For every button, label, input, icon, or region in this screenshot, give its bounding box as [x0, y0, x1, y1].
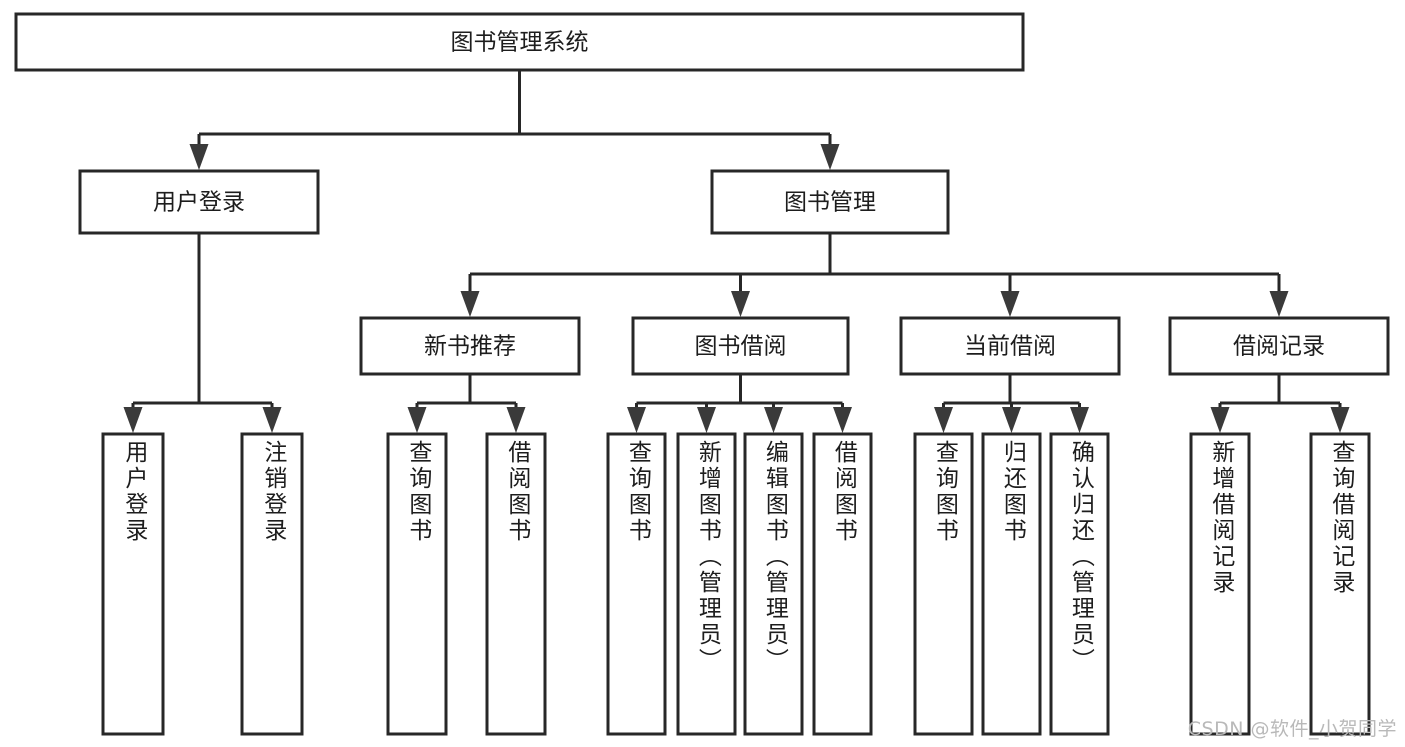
arrow-head [934, 407, 953, 433]
node-label: 图书管理 [784, 190, 876, 216]
node-label: 新书推荐 [424, 334, 516, 360]
node-current-borrow[interactable]: 当前借阅 [899, 316, 1121, 376]
arrow-head [833, 407, 852, 433]
node-borrow-record[interactable]: 借阅记录 [1168, 316, 1390, 376]
node-confirm-return[interactable] [1049, 432, 1110, 736]
node-box [899, 316, 1121, 376]
node-query-borrow-record[interactable] [1309, 432, 1371, 736]
node-box [676, 432, 737, 736]
arrow-head [820, 144, 840, 170]
node-box [1168, 316, 1390, 376]
arrow-head [1330, 407, 1350, 433]
arrow-head [1002, 407, 1021, 433]
watermark: CSDN @软件_小贺同学 [1187, 718, 1397, 740]
arrow-head [506, 407, 526, 433]
node-root[interactable]: 图书管理系统 [14, 12, 1025, 72]
node-box [1049, 432, 1110, 736]
node-query-book-2[interactable] [606, 432, 667, 736]
node-box [631, 316, 850, 376]
node-edit-book[interactable] [743, 432, 804, 736]
arrow-head [1000, 291, 1020, 317]
node-box [913, 432, 974, 736]
node-box [78, 169, 320, 235]
node-borrow-book-2[interactable] [812, 432, 873, 736]
node-box [14, 12, 1025, 72]
node-user-login[interactable]: 用户登录 [78, 169, 320, 235]
arrow-head [262, 407, 282, 433]
node-box [606, 432, 667, 736]
node-box [485, 432, 547, 736]
arrow-head [123, 407, 143, 433]
connector-layer [123, 70, 1350, 433]
node-box [812, 432, 873, 736]
arrow-head [189, 144, 209, 170]
node-label: 用户登录 [153, 190, 245, 216]
arrow-head [627, 407, 646, 433]
node-box [1189, 432, 1251, 736]
node-user-login-do[interactable] [101, 432, 165, 736]
node-new-book-recommend[interactable]: 新书推荐 [359, 316, 581, 376]
node-query-book-1[interactable] [386, 432, 448, 736]
arrow-head [764, 407, 783, 433]
node-box [710, 169, 950, 235]
node-borrow-book-1[interactable] [485, 432, 547, 736]
node-box [240, 432, 304, 736]
node-add-borrow-record[interactable] [1189, 432, 1251, 736]
node-label: 图书借阅 [695, 334, 787, 360]
node-box [101, 432, 165, 736]
node-label: 图书管理系统 [451, 30, 589, 56]
arrow-head [1210, 407, 1230, 433]
node-label: 当前借阅 [964, 334, 1056, 360]
node-user-logout[interactable] [240, 432, 304, 736]
node-box [386, 432, 448, 736]
node-label: 借阅记录 [1233, 334, 1325, 360]
arrow-head [697, 407, 716, 433]
arrow-head [460, 291, 480, 317]
node-add-book[interactable] [676, 432, 737, 736]
node-book-manage[interactable]: 图书管理 [710, 169, 950, 235]
node-box [981, 432, 1042, 736]
node-query-book-3[interactable] [913, 432, 974, 736]
arrow-head [1269, 291, 1289, 317]
node-box [743, 432, 804, 736]
arrow-head [1070, 407, 1089, 433]
arrow-head [731, 291, 750, 317]
arrow-head [407, 407, 427, 433]
node-book-borrow[interactable]: 图书借阅 [631, 316, 850, 376]
node-return-book[interactable] [981, 432, 1042, 736]
node-box [1309, 432, 1371, 736]
node-box [359, 316, 581, 376]
